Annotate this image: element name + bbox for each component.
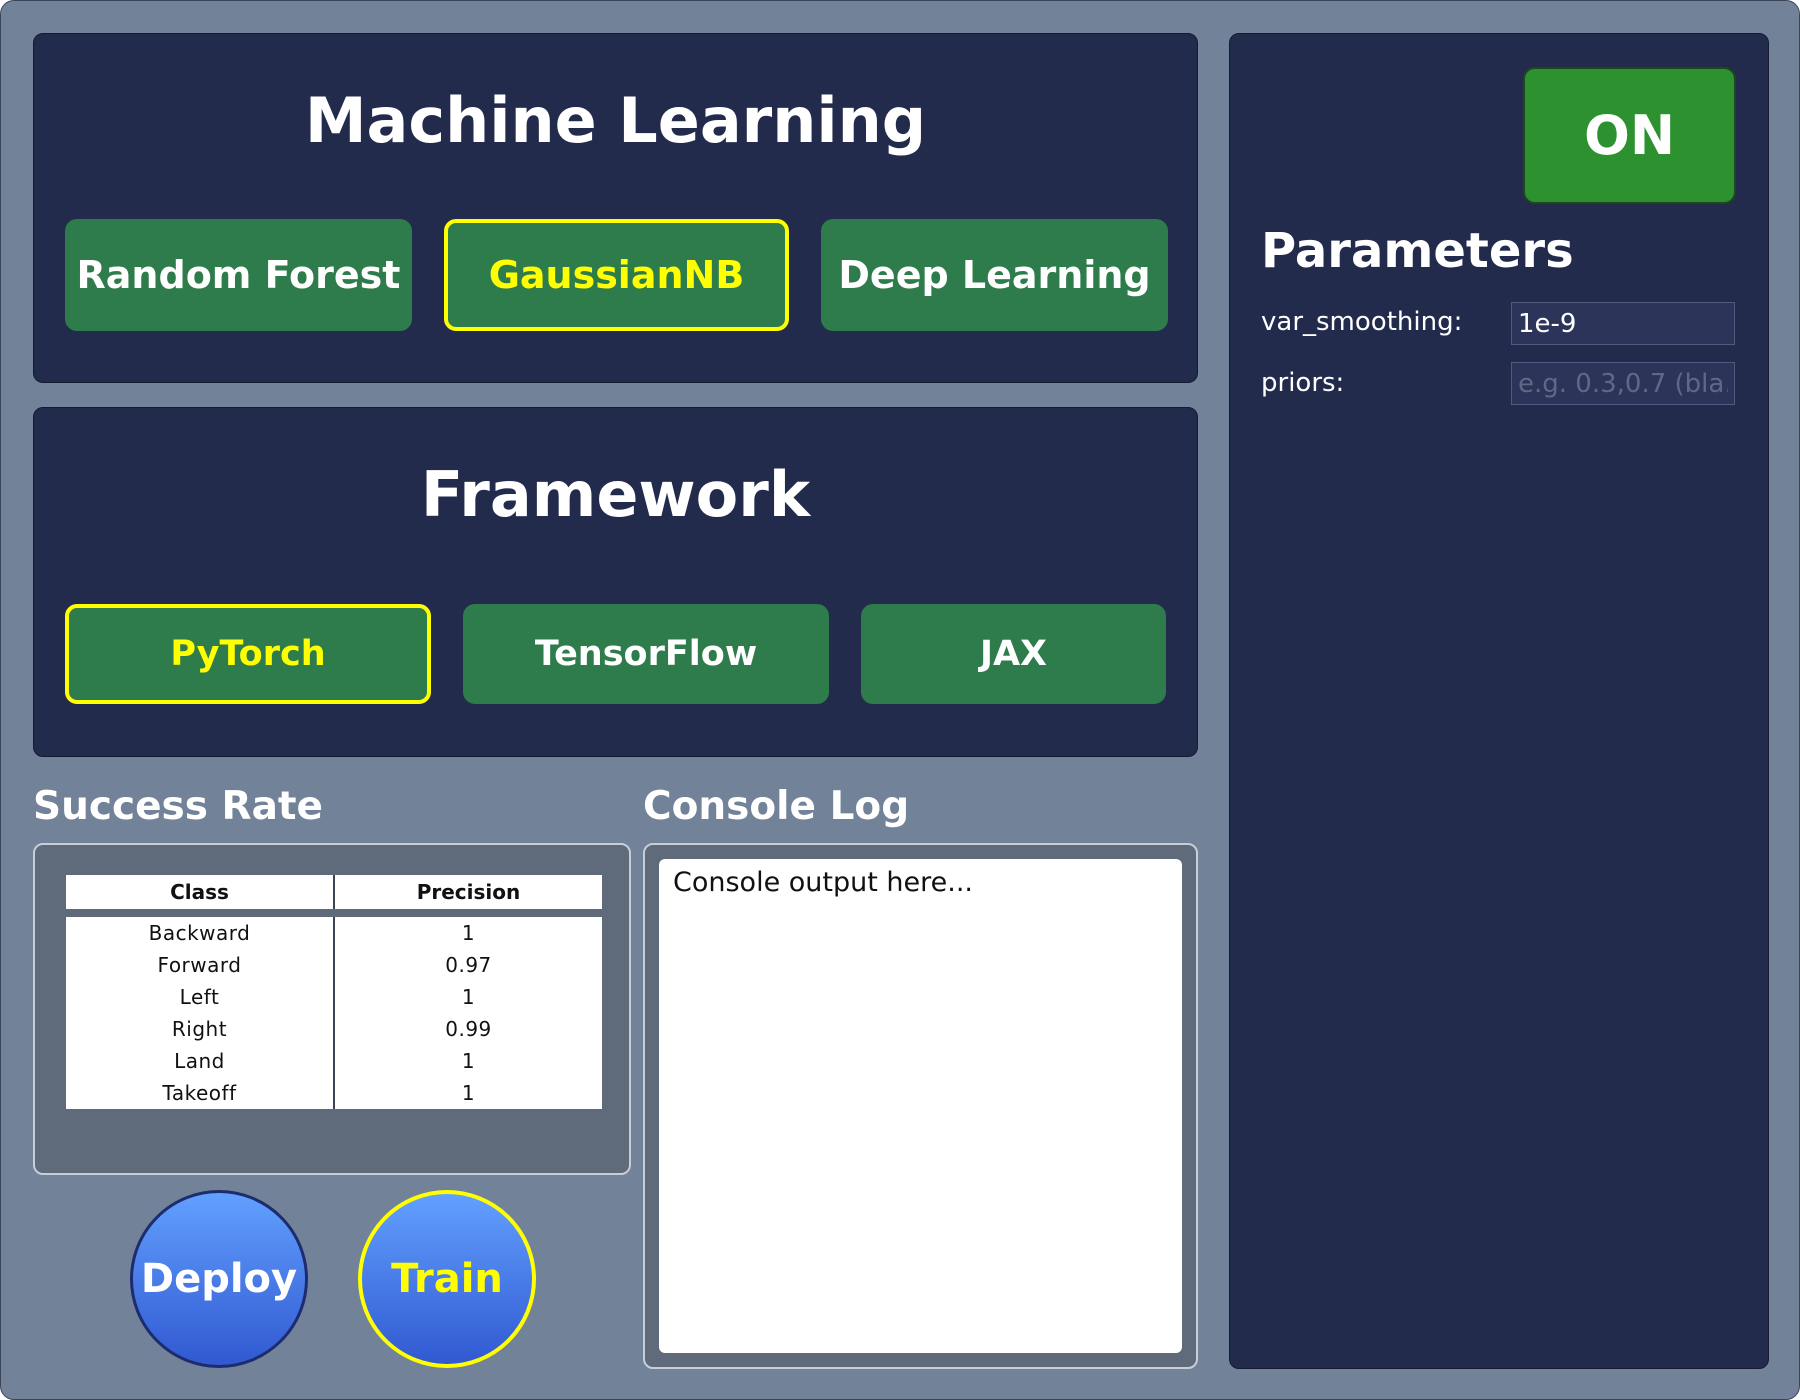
framework-button-pytorch[interactable]: PyTorch: [65, 604, 431, 704]
framework-panel-title: Framework: [420, 458, 811, 531]
table-row: Land 1: [66, 1045, 602, 1077]
model-button-random-forest[interactable]: Random Forest: [65, 219, 412, 331]
parameters-title: Parameters: [1261, 223, 1574, 279]
precision-cell: 1: [333, 913, 602, 949]
class-cell: Takeoff: [162, 1081, 237, 1105]
success-rate-panel: Class Precision Backward 1 Forward 0.97 …: [33, 843, 631, 1175]
precision-cell: 1: [333, 1045, 602, 1077]
precision-cell: 0.99: [333, 1013, 602, 1045]
parameters-panel: [1229, 33, 1769, 1369]
framework-panel: Framework PyTorch TensorFlow JAX: [33, 407, 1198, 757]
param-label-priors: priors:: [1261, 368, 1345, 398]
framework-button-jax[interactable]: JAX: [861, 604, 1166, 704]
train-button[interactable]: Train: [358, 1190, 536, 1368]
table-header-row: Class Precision: [66, 875, 602, 917]
precision-cell: 1: [333, 981, 602, 1013]
table-row: Backward 1: [66, 913, 602, 949]
precision-cell: 1: [333, 1077, 602, 1109]
ml-panel: Machine Learning Random Forest GaussianN…: [33, 33, 1198, 383]
param-label-var-smoothing: var_smoothing:: [1261, 307, 1463, 337]
ml-panel-title: Machine Learning: [304, 84, 927, 157]
table-row: Right 0.99: [66, 1013, 602, 1045]
column-header-precision: Precision: [333, 875, 602, 917]
console-log-panel: Console output here...: [643, 843, 1198, 1369]
power-toggle-button[interactable]: ON: [1523, 67, 1736, 204]
model-button-deep-learning[interactable]: Deep Learning: [821, 219, 1168, 331]
priors-input[interactable]: [1511, 362, 1735, 405]
class-cell: Forward: [157, 953, 242, 977]
framework-button-tensorflow[interactable]: TensorFlow: [463, 604, 829, 704]
deploy-button[interactable]: Deploy: [130, 1190, 308, 1368]
table-row: Forward 0.97: [66, 949, 602, 981]
table-row: Left 1: [66, 981, 602, 1013]
precision-cell: 0.97: [333, 949, 602, 981]
model-button-gaussiannb[interactable]: GaussianNB: [444, 219, 789, 331]
class-cell: Land: [174, 1049, 225, 1073]
console-output[interactable]: Console output here...: [659, 859, 1182, 1353]
class-cell: Left: [179, 985, 220, 1009]
table-row: Takeoff 1: [66, 1077, 602, 1109]
success-rate-label: Success Rate: [33, 784, 323, 829]
success-rate-table: Class Precision Backward 1 Forward 0.97 …: [66, 875, 602, 1109]
class-cell: Right: [171, 1017, 228, 1041]
var-smoothing-input[interactable]: [1511, 302, 1735, 345]
column-header-class: Class: [66, 875, 334, 917]
class-cell: Backward: [148, 921, 251, 945]
console-log-label: Console Log: [643, 784, 910, 829]
